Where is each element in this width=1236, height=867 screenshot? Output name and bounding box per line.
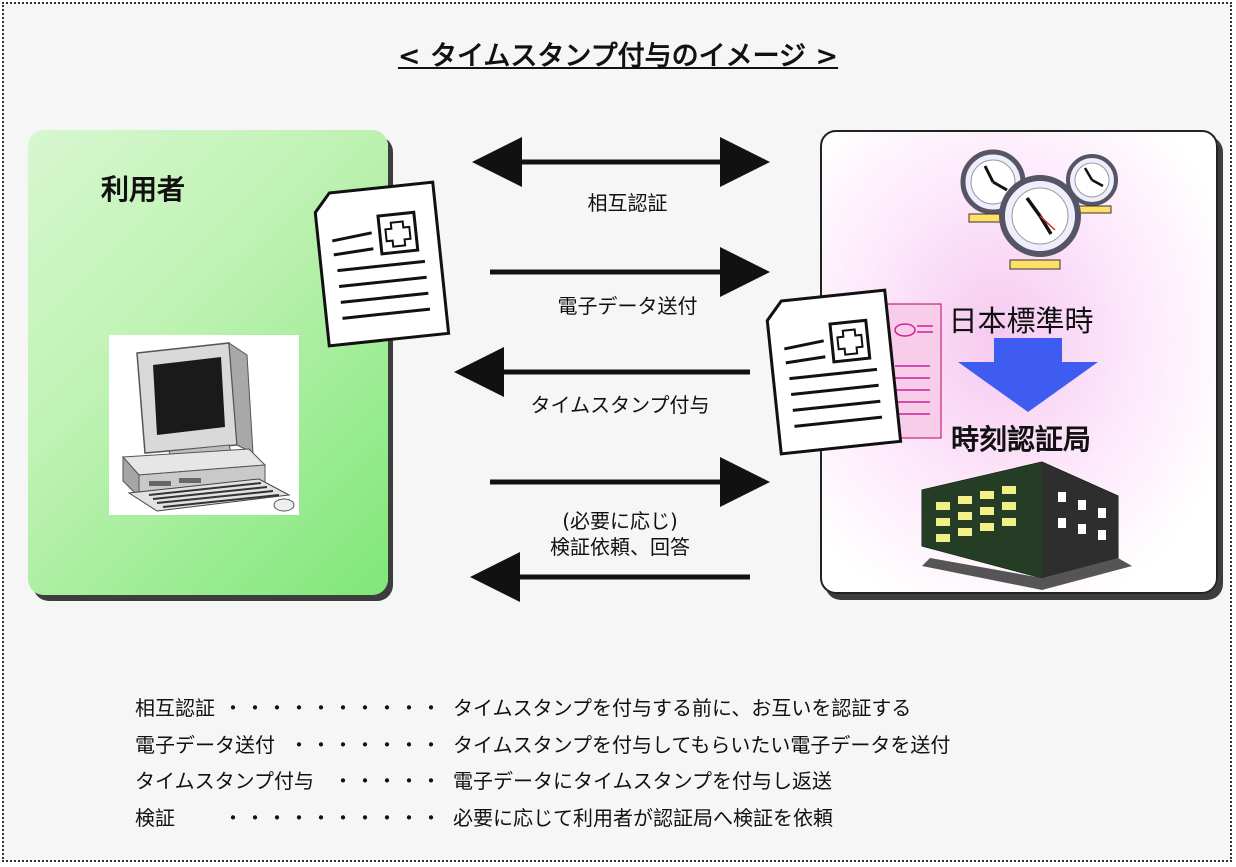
legend-desc: タイムスタンプを付与してもらいたい電子データを送付 bbox=[453, 732, 951, 757]
legend-desc: 必要に応じて利用者が認証局へ検証を依頼 bbox=[453, 805, 833, 830]
legend-term: 検証 bbox=[135, 805, 175, 830]
flow-label-timestamp: タイムスタンプ付与 bbox=[530, 393, 710, 417]
user-panel: 利用者 bbox=[28, 130, 388, 595]
legend-dots: ・・・・・・・ bbox=[289, 732, 443, 757]
clock-icon bbox=[1066, 154, 1118, 214]
user-label: 利用者 bbox=[100, 173, 185, 206]
legend-dots: ・・・・・・・・・・ bbox=[223, 805, 443, 830]
clock-icon bbox=[999, 175, 1081, 270]
legend-term: 電子データ送付 bbox=[135, 732, 275, 757]
timestamped-document-icon bbox=[765, 288, 942, 456]
flow-label-mutual-auth: 相互認証 bbox=[587, 191, 668, 215]
diagram-title: < タイムスタンプ付与のイメージ > bbox=[397, 41, 839, 72]
flow-label-send-data: 電子データ送付 bbox=[557, 294, 698, 318]
authority-label: 時刻認証局 bbox=[950, 423, 1091, 456]
legend-dots: ・・・・・・・・・・ bbox=[223, 696, 443, 720]
computer-icon bbox=[109, 335, 299, 515]
legend-term: タイムスタンプ付与 bbox=[135, 769, 314, 793]
legend-term: 相互認証 bbox=[135, 696, 215, 720]
flow-label-verify: (必要に応じ) 検証依頼、回答 bbox=[470, 508, 770, 560]
standard-time-label: 日本標準時 bbox=[948, 304, 1094, 338]
clock-icon-group bbox=[960, 149, 1118, 270]
legend-desc: 電子データにタイムスタンプを付与し返送 bbox=[453, 769, 832, 793]
flow-label-verify-line1: (必要に応じ) bbox=[562, 509, 678, 533]
down-arrow-icon bbox=[958, 338, 1098, 412]
flow-label-verify-line2: 検証依頼、回答 bbox=[550, 535, 690, 559]
legend-dots: ・・・・・ bbox=[333, 769, 443, 793]
building-icon bbox=[921, 461, 1132, 590]
legend-desc: タイムスタンプを付与する前に、お互いを認証する bbox=[453, 696, 912, 720]
document-icon bbox=[313, 180, 451, 348]
